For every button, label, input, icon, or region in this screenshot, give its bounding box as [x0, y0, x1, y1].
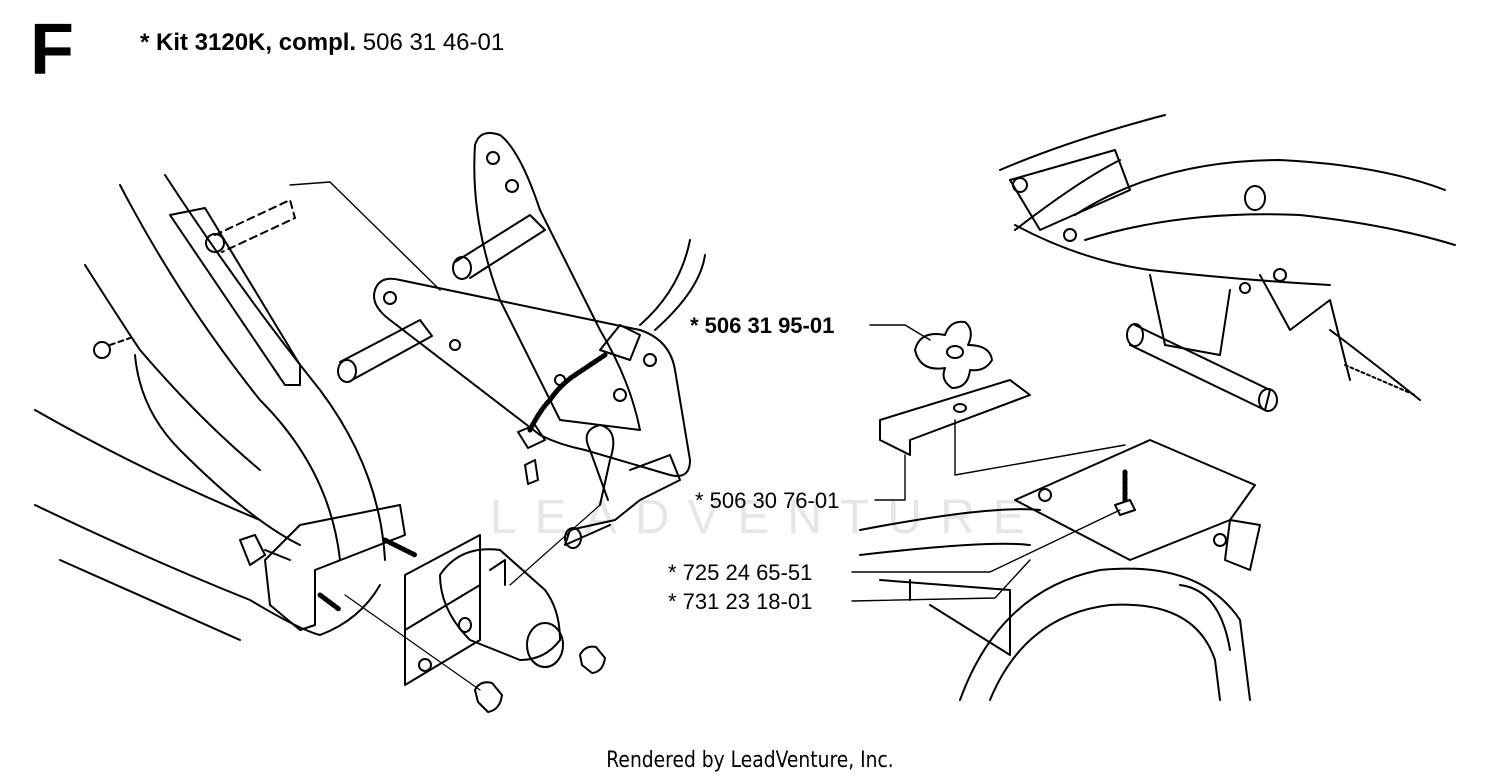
tractor-body	[999, 114, 1456, 412]
part-label-bracket: * 506 30 76-01	[695, 488, 840, 513]
tiller-frame	[34, 174, 386, 641]
kit-title: * Kit 3120K, compl. 506 31 46-01	[140, 28, 504, 58]
flat-bracket	[879, 379, 1031, 456]
star-knob	[914, 320, 993, 389]
part-label-bolt: * 725 24 65-51	[668, 560, 813, 585]
footer-credit: Rendered by LeadVenture, Inc.	[606, 748, 894, 773]
clevis-pin	[564, 454, 681, 549]
kit-prefix: * Kit 3120K, compl.	[140, 29, 357, 56]
left-clamp	[239, 504, 418, 631]
kit-number: 506 31 46-01	[362, 29, 505, 56]
part-label-knob: * 506 31 95-01	[690, 313, 835, 338]
hitch-bracket	[404, 534, 564, 686]
section-letter: F	[30, 10, 74, 90]
dashed-pin	[214, 199, 296, 253]
rods	[337, 214, 546, 383]
lower-plate	[373, 277, 691, 477]
upper-bracket	[473, 132, 641, 431]
fender-plate	[1014, 439, 1261, 571]
part-label-nut: * 731 23 18-01	[668, 589, 813, 614]
